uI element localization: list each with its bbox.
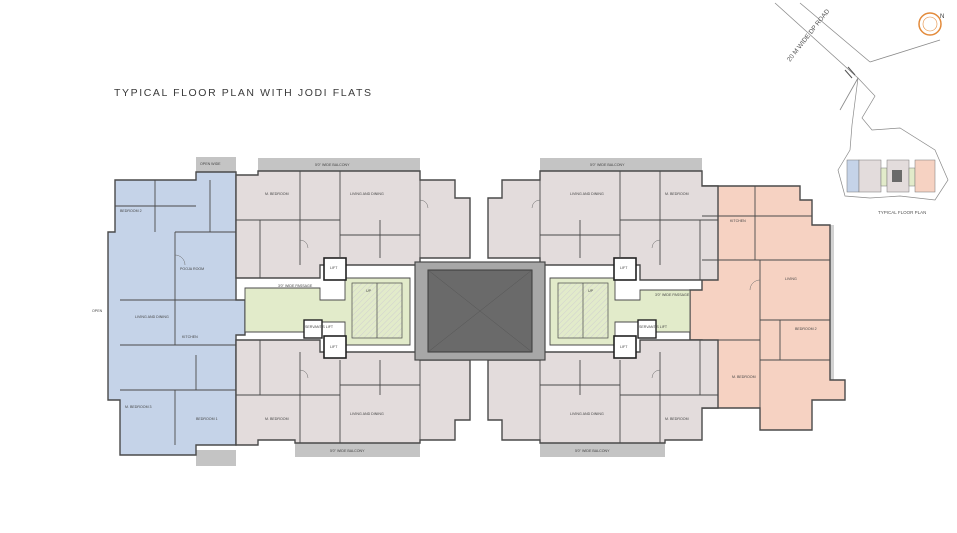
peach-kitchen-label: KITCHEN <box>730 219 746 223</box>
grey-unit-top-left <box>235 170 471 279</box>
balcony-top-left-label: 5'0" WIDE BALCONY <box>315 163 350 167</box>
grey-bl-bedroom-label: M. BEDROOM <box>265 417 289 421</box>
servant-lift-label-right: SERVANT'S LIFT <box>639 325 668 329</box>
grey-br-bedroom-label: M. BEDROOM <box>665 417 689 421</box>
blue-unit <box>107 171 246 456</box>
key-plan: 20 M WIDE DP ROAD TYPICAL FLOOR PLAN N <box>774 2 949 215</box>
grey-unit-bottom-right <box>487 339 719 444</box>
page-title: TYPICAL FLOOR PLAN WITH JODI FLATS <box>114 87 373 99</box>
balcony-bottom-right-label: 5'0" WIDE BALCONY <box>575 449 610 453</box>
plot-boundary <box>837 77 949 201</box>
grey-tl-bedroom-label: M. BEDROOM <box>265 192 289 196</box>
staircase-right <box>557 282 609 339</box>
peach-bedroom-label: BEDROOM 2 <box>795 327 817 331</box>
grey-unit-top-right <box>487 170 719 281</box>
lift-top-right <box>613 257 637 281</box>
lift-top-left <box>323 257 347 281</box>
balcony-bottom-right <box>540 443 665 457</box>
blue-kitchen-label: KITCHEN <box>182 335 198 339</box>
lift-bottom-left <box>323 335 347 359</box>
balcony-top-left <box>258 158 420 171</box>
open-wide-label: OPEN WIDE <box>200 162 221 166</box>
lift-label-3: LIFT <box>620 266 628 270</box>
lift-label-2: LIFT <box>330 345 338 349</box>
stair-up-right: UP <box>588 289 594 293</box>
passage-label-right: 3'0" WIDE PASSAGE <box>655 293 690 297</box>
key-plan-caption: TYPICAL FLOOR PLAN <box>878 210 926 215</box>
blue-living-label: LIVING AND DINING <box>135 315 169 319</box>
grey-br-living-label: LIVING AND DINING <box>570 412 604 416</box>
balcony-top-right-label: 5'0" WIDE BALCONY <box>590 163 625 167</box>
servant-lift-label-left: SERVANT'S LIFT <box>305 325 334 329</box>
stair-up-left: UP <box>366 289 372 293</box>
grey-tr-living-label: LIVING AND DINING <box>570 192 604 196</box>
blue-bedroom1-label: BEDROOM 1 <box>196 417 218 421</box>
passage-label-left: 3'0" WIDE PASSAGE <box>278 284 313 288</box>
lift-bottom-right <box>613 335 637 359</box>
grey-bl-living-label: LIVING AND DINING <box>350 412 384 416</box>
peach-living-label: LIVING <box>785 277 797 281</box>
servant-lift-left <box>303 319 323 339</box>
lift-label-1: LIFT <box>330 266 338 270</box>
balcony-bottom-left <box>295 443 420 457</box>
floor-plan: 3'0" WIDE PASSAGE 3'0" WIDE PASSAGE LIFT… <box>92 157 846 466</box>
lift-label-4: LIFT <box>620 345 628 349</box>
servant-lift-right <box>637 319 657 339</box>
north-compass-icon: N <box>918 12 944 36</box>
peach-master-label: M. BEDROOM <box>732 375 756 379</box>
blue-pooja-label: POOJA ROOM <box>180 267 204 271</box>
grey-tr-bedroom-label: M. BEDROOM <box>665 192 689 196</box>
dp-road-side-label: OPEN <box>92 309 103 313</box>
balcony-bottom-left-label: 5'0" WIDE BALCONY <box>330 449 365 453</box>
blue-bedroom-label: BEDROOM 2 <box>120 209 142 213</box>
balcony-top-right <box>540 158 702 171</box>
grey-tl-living-label: LIVING AND DINING <box>350 192 384 196</box>
svg-text:N: N <box>940 14 944 20</box>
blue-master-label: M. BEDROOM 3 <box>125 405 152 409</box>
staircase-left <box>351 282 403 339</box>
road-label: 20 M WIDE DP ROAD <box>786 8 831 63</box>
grey-unit-bottom-left <box>235 339 471 446</box>
